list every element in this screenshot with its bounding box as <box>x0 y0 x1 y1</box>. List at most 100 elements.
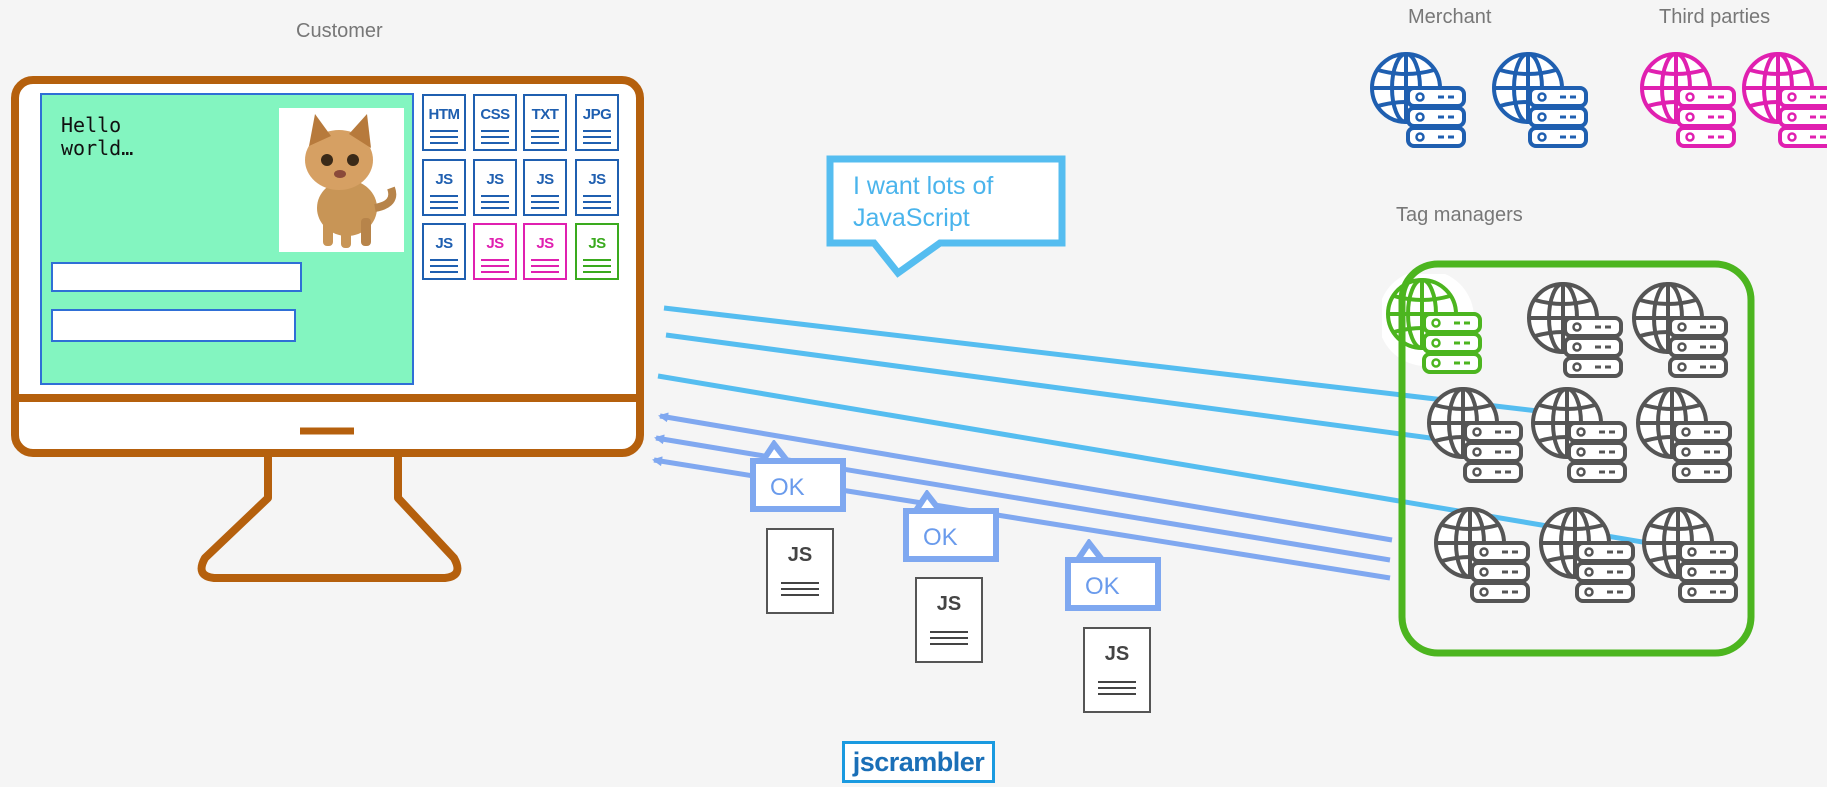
js-file-line <box>781 582 819 584</box>
js-file-line <box>930 637 968 639</box>
js-file-line <box>1098 693 1136 695</box>
file-tile-line <box>583 207 611 209</box>
file-tile-line <box>481 201 509 203</box>
file-tile-line <box>583 136 611 138</box>
js-file-label: JS <box>787 544 813 566</box>
file-tile-label: JS <box>588 235 606 252</box>
file-tile-line <box>531 195 559 197</box>
hello-world-text: Hello world… <box>61 113 134 160</box>
file-tile-label: CSS <box>480 106 510 123</box>
merchant-server-icon <box>1492 52 1588 148</box>
file-tile-label: JS <box>536 235 554 252</box>
tag-manager-server-icon <box>1527 282 1623 378</box>
file-tile-htm: HTM <box>422 94 466 151</box>
ok-bubble-tail <box>1075 539 1106 563</box>
merchant-label: Merchant <box>1408 6 1492 28</box>
file-tile-line <box>531 136 559 138</box>
file-tile-line <box>531 265 559 267</box>
kitten-image <box>279 108 404 252</box>
js-file-line <box>930 643 968 645</box>
tag-manager-server-icon <box>1636 387 1732 483</box>
third-parties-label: Third parties <box>1659 6 1771 28</box>
file-tile-label: JS <box>486 235 504 252</box>
file-tile-label: JS <box>435 171 453 188</box>
request-speech-bubble-text: I want lots of JavaScript <box>853 172 994 232</box>
file-tile-line <box>481 259 509 261</box>
file-tile-line <box>531 130 559 132</box>
file-tile-label: JS <box>486 171 504 188</box>
ok-response-bubble: OK <box>1065 557 1161 611</box>
file-tile-txt: TXT <box>523 94 567 151</box>
file-tile-js: JS <box>523 223 567 280</box>
request-arrow-2 <box>665 332 1462 446</box>
ok-text: OK <box>1085 573 1120 600</box>
text-input-1[interactable] <box>51 262 302 292</box>
file-tile-line <box>481 195 509 197</box>
tag-manager-frame <box>1398 260 1755 657</box>
file-tile-line <box>430 259 458 261</box>
customer-label: Customer <box>296 20 383 42</box>
file-tile-line <box>531 142 559 144</box>
text-input-2[interactable] <box>51 309 296 342</box>
file-tile-line <box>531 271 559 273</box>
js-file-line <box>930 631 968 633</box>
third-party-server-icon <box>1640 52 1736 148</box>
file-tile-line <box>583 271 611 273</box>
tag-managers-label: Tag managers <box>1396 204 1523 226</box>
js-file-line <box>781 588 819 590</box>
file-tile-line <box>481 142 509 144</box>
tag-manager-server-icon <box>1427 387 1523 483</box>
ok-response-bubble: OK <box>903 508 999 562</box>
file-tile-label: JPG <box>582 106 612 123</box>
tag-manager-server-icon <box>1632 282 1728 378</box>
js-file-document: JS <box>766 528 834 614</box>
file-tile-label: TXT <box>531 106 559 123</box>
file-tile-line <box>481 130 509 132</box>
js-file-document: JS <box>1083 627 1151 713</box>
file-tile-js: JS <box>422 159 466 216</box>
file-tile-line <box>583 142 611 144</box>
file-tile-line <box>583 130 611 132</box>
file-tile-line <box>481 265 509 267</box>
js-file-document: JS <box>915 577 983 663</box>
js-file-line <box>1098 687 1136 689</box>
file-tile-line <box>481 271 509 273</box>
file-tile-line <box>430 271 458 273</box>
js-file-label: JS <box>936 593 962 615</box>
ok-response-bubble: OK <box>750 458 846 512</box>
file-tile-line <box>430 265 458 267</box>
file-tile-js: JS <box>575 223 619 280</box>
file-tile-line <box>430 130 458 132</box>
file-tile-js: JS <box>422 223 466 280</box>
file-tile-line <box>531 207 559 209</box>
file-tile-line <box>430 195 458 197</box>
file-tile-label: JS <box>536 171 554 188</box>
tag-manager-server-icon <box>1434 507 1530 603</box>
file-tile-label: JS <box>588 171 606 188</box>
request-speech-bubble-shape <box>826 155 1066 278</box>
file-tile-line <box>481 136 509 138</box>
file-tile-label: HTM <box>428 106 461 123</box>
file-tile-line <box>430 142 458 144</box>
file-tile-line <box>481 207 509 209</box>
js-file-label: JS <box>1104 643 1130 665</box>
file-tile-jpg: JPG <box>575 94 619 151</box>
file-tile-line <box>430 136 458 138</box>
file-tile-line <box>430 207 458 209</box>
file-tile-line <box>430 201 458 203</box>
tag-manager-server-icon <box>1531 387 1627 483</box>
monitor-stand <box>197 456 462 582</box>
ok-text: OK <box>923 524 958 551</box>
file-tile-js: JS <box>473 223 517 280</box>
merchant-server-icon <box>1370 52 1466 148</box>
ok-bubble-tail <box>760 440 791 464</box>
file-tile-line <box>583 259 611 261</box>
js-file-line <box>1098 681 1136 683</box>
file-tile-line <box>531 259 559 261</box>
file-tile-js: JS <box>575 159 619 216</box>
file-tile-line <box>583 201 611 203</box>
tag-manager-server-icon <box>1642 507 1738 603</box>
tag-manager-server-icon <box>1539 507 1635 603</box>
js-file-line <box>781 594 819 596</box>
response-arrow-1 <box>658 412 1393 543</box>
